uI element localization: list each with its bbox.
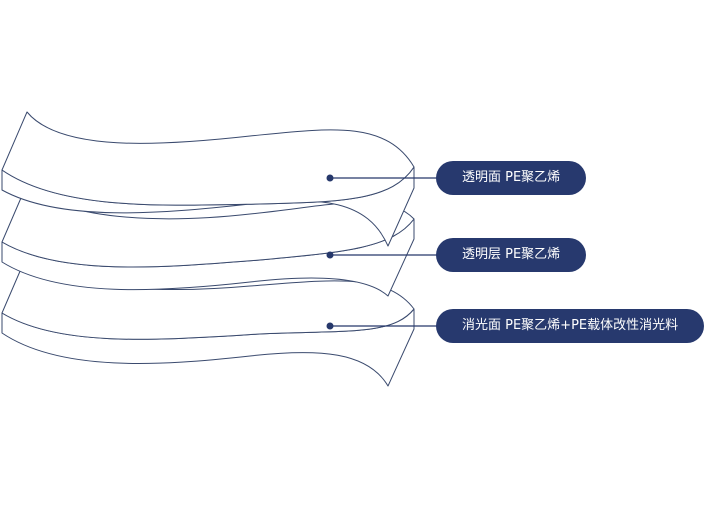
leader-dot-top <box>326 174 334 182</box>
layer-middle-face <box>1 183 415 268</box>
layer-label-top: 透明面 PE聚乙烯 <box>436 161 587 195</box>
leader-dot-bottom <box>326 322 334 330</box>
layer-label-bottom: 消光面 PE聚乙烯+PE载体改性消光料 <box>436 309 705 343</box>
leader-dot-middle <box>326 251 334 259</box>
layer-label-middle: 透明层 PE聚乙烯 <box>436 238 587 272</box>
layer-top-face <box>1 111 415 206</box>
layer-middle <box>1 183 415 297</box>
layer-top <box>1 111 415 247</box>
